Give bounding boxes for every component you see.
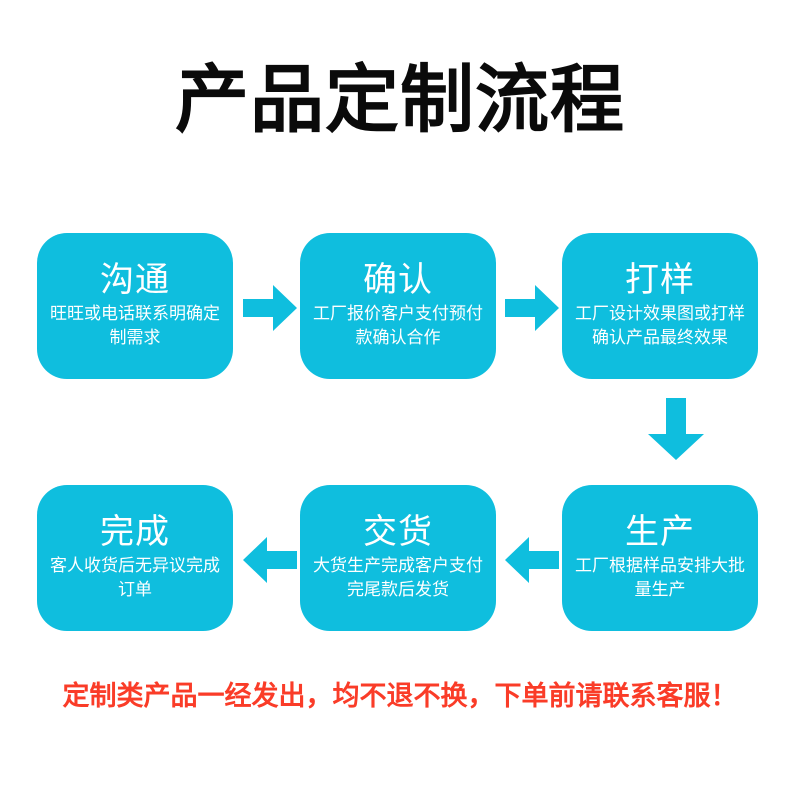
flow-step-box-delivery: 交货 大货生产完成客户支付完尾款后发货 — [300, 485, 496, 631]
flow-step-title: 沟通 — [100, 261, 170, 299]
arrow-down-icon — [648, 398, 704, 460]
flow-step-description: 工厂报价客户支付预付款确认合作 — [313, 304, 483, 347]
flow-step-description: 工厂根据样品安排大批量生产 — [575, 556, 745, 599]
arrow-left-icon — [243, 537, 297, 583]
arrow-left-icon — [505, 537, 559, 583]
arrow-right-icon — [243, 285, 297, 331]
flow-step-description: 工厂设计效果图或打样确认产品最终效果 — [575, 304, 745, 347]
flow-step-box-confirm: 确认 工厂报价客户支付预付款确认合作 — [300, 233, 496, 379]
flow-step-box-sampling: 打样 工厂设计效果图或打样确认产品最终效果 — [562, 233, 758, 379]
arrow-right-icon — [505, 285, 559, 331]
flow-step-description: 客人收货后无异议完成订单 — [50, 556, 220, 599]
flow-step-description: 大货生产完成客户支付完尾款后发货 — [313, 556, 483, 599]
flow-step-box-production: 生产 工厂根据样品安排大批量生产 — [562, 485, 758, 631]
flow-step-box-complete: 完成 客人收货后无异议完成订单 — [37, 485, 233, 631]
flow-step-description: 旺旺或电话联系明确定制需求 — [50, 304, 220, 347]
custom-product-return-notice: 定制类产品一经发出，均不退不换，下单前请联系客服！ — [62, 681, 738, 711]
page-title: 产品定制流程 — [175, 58, 625, 141]
flow-step-title: 生产 — [625, 513, 695, 551]
flow-step-box-communication: 沟通 旺旺或电话联系明确定制需求 — [37, 233, 233, 379]
flow-step-title: 打样 — [625, 261, 695, 299]
flow-step-title: 交货 — [363, 513, 433, 551]
flow-step-title: 完成 — [100, 513, 170, 551]
flow-step-title: 确认 — [363, 261, 433, 299]
